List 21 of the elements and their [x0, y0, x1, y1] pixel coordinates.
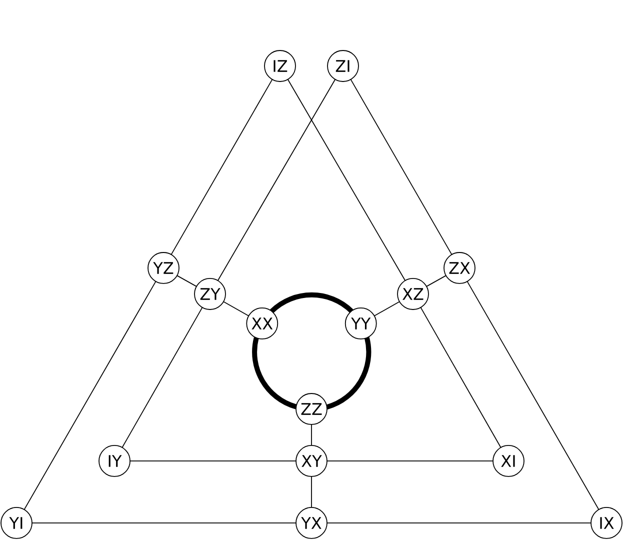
ring-arc [326, 337, 372, 410]
connector-line [311, 424, 312, 446]
connector-line [374, 301, 400, 316]
ring-arc [252, 337, 297, 410]
connector-line [326, 460, 494, 462]
connector-line [287, 78, 406, 282]
ring-arc [270, 292, 354, 314]
connector-line [170, 78, 273, 255]
connector-line [426, 275, 446, 287]
connector-line [122, 307, 203, 448]
connector-line [311, 476, 312, 508]
connector-line [326, 522, 592, 524]
connector-line [466, 280, 600, 510]
connector-line [223, 301, 250, 316]
connector-line [130, 460, 296, 462]
connector-line [350, 78, 452, 255]
connector-line [24, 280, 156, 510]
connector-line [176, 275, 197, 287]
connector-line [32, 522, 296, 524]
connector-line [217, 78, 336, 282]
connector-line [420, 307, 502, 448]
